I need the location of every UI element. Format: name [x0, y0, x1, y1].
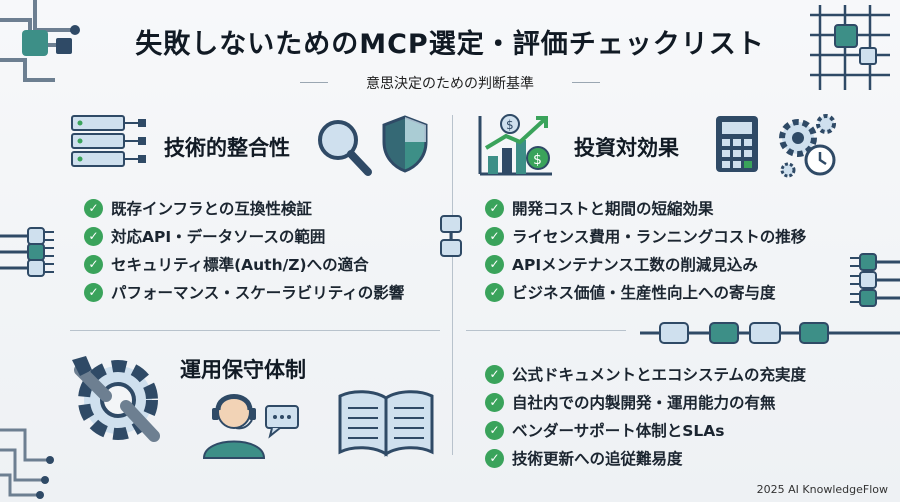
support-agent-icon — [202, 394, 299, 459]
footer-credit: 2025 AI KnowledgeFlow — [756, 483, 888, 496]
shield-icon — [382, 115, 428, 173]
check-icon: ✓ — [84, 254, 103, 274]
checklist-technical: ✓既存インフラとの互換性検証 ✓対応API・データソースの範囲 ✓セキュリティ標… — [84, 194, 404, 306]
list-item: ✓公式ドキュメントとエコシステムの充実度 — [485, 360, 806, 388]
list-item: ✓開発コストと期間の短縮効果 — [485, 194, 806, 222]
svg-text:$: $ — [533, 152, 542, 168]
check-icon: ✓ — [485, 254, 504, 274]
calculator-icon — [716, 116, 758, 172]
section-title-technical: 技術的整合性 — [164, 136, 290, 160]
subtitle-line-left — [300, 82, 328, 83]
list-item: ✓APIメンテナンス工数の削減見込み — [485, 250, 806, 278]
svg-text:$: $ — [506, 118, 514, 132]
plug-icon — [0, 227, 54, 277]
list-item: ✓技術更新への追従難易度 — [485, 444, 806, 472]
list-item: ✓ビジネス価値・生産性向上への寄与度 — [485, 278, 806, 306]
section-title-roi: 投資対効果 — [574, 136, 679, 160]
check-icon: ✓ — [485, 448, 504, 468]
plug-icon — [850, 253, 900, 307]
list-item: ✓パフォーマンス・スケーラビリティの影響 — [84, 278, 404, 306]
vertical-divider — [452, 115, 453, 455]
circuit-icon — [0, 428, 54, 499]
server-icon — [71, 115, 146, 167]
check-icon: ✓ — [84, 226, 103, 246]
check-icon: ✓ — [485, 226, 504, 246]
page-subtitle: 意思決定のための判断基準 — [366, 76, 534, 92]
horizontal-divider-left — [70, 330, 440, 331]
plug-icon — [440, 215, 462, 257]
circuit-icon — [810, 5, 890, 90]
horizontal-divider-right — [466, 330, 626, 331]
gears-icon — [779, 114, 836, 178]
list-item: ✓ライセンス費用・ランニングコストの推移 — [485, 222, 806, 250]
list-item: ✓既存インフラとの互換性検証 — [84, 194, 404, 222]
magnifier-icon — [318, 120, 372, 176]
check-icon: ✓ — [485, 282, 504, 302]
list-item: ✓自社内での内製開発・運用能力の有無 — [485, 388, 806, 416]
list-item: ✓対応API・データソースの範囲 — [84, 222, 404, 250]
open-book-icon — [338, 390, 434, 457]
plug-icon — [640, 322, 900, 344]
checklist-operations: ✓公式ドキュメントとエコシステムの充実度 ✓自社内での内製開発・運用能力の有無 … — [485, 360, 806, 472]
check-icon: ✓ — [485, 392, 504, 412]
check-icon: ✓ — [84, 282, 103, 302]
wrench-gear-icon — [72, 356, 160, 442]
check-icon: ✓ — [84, 198, 103, 218]
growth-chart-icon: $ $ — [478, 114, 552, 176]
list-item: ✓ベンダーサポート体制とSLAs — [485, 416, 806, 444]
check-icon: ✓ — [485, 420, 504, 440]
check-icon: ✓ — [485, 364, 504, 384]
check-icon: ✓ — [485, 198, 504, 218]
page-title: 失敗しないためのMCP選定・評価チェックリスト — [135, 29, 765, 60]
section-title-operations: 運用保守体制 — [180, 358, 306, 382]
subtitle-line-right — [572, 82, 600, 83]
list-item: ✓セキュリティ標準(Auth/Z)への適合 — [84, 250, 404, 278]
circuit-icon — [0, 0, 80, 82]
checklist-roi: ✓開発コストと期間の短縮効果 ✓ライセンス費用・ランニングコストの推移 ✓API… — [485, 194, 806, 306]
